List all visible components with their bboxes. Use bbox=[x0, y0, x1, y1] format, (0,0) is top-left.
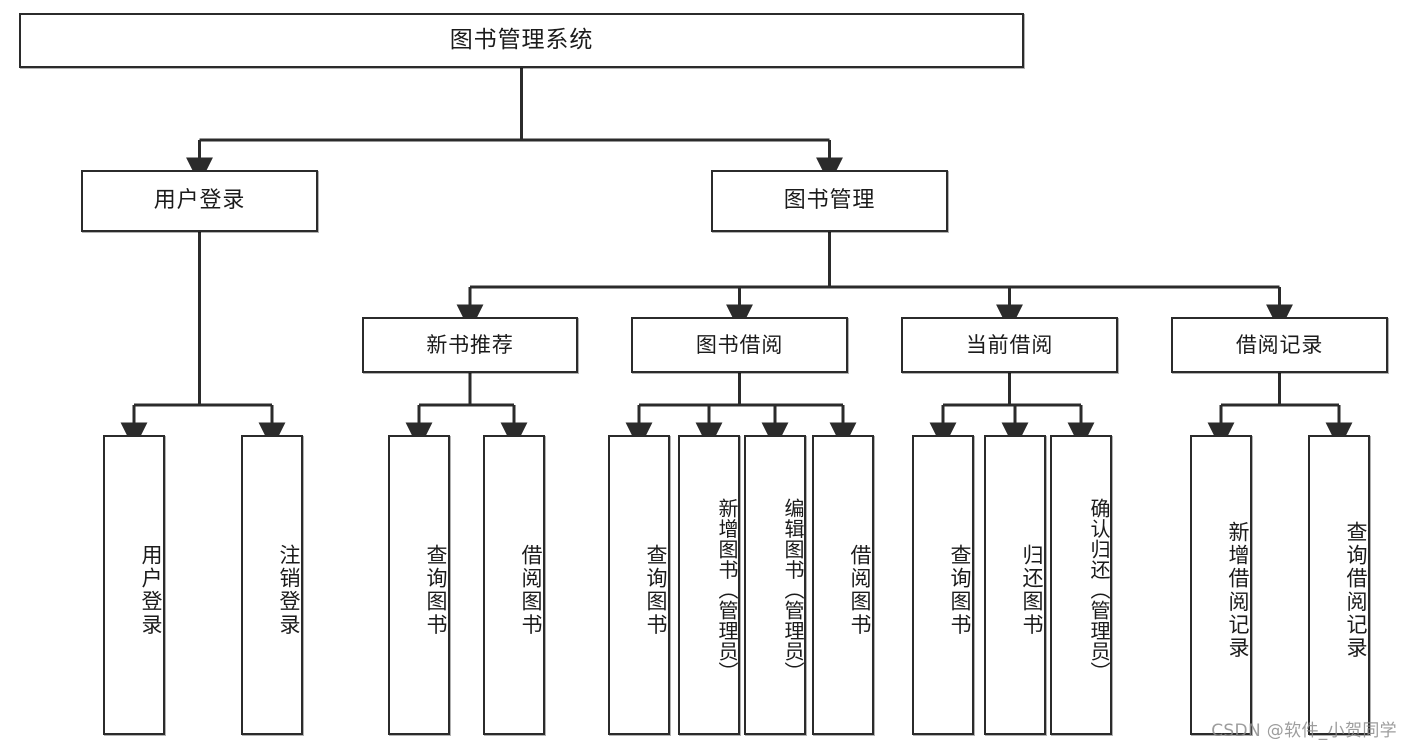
node-root[interactable]: 图书管理系统 bbox=[19, 13, 1024, 68]
node-leaf-return-book[interactable]: 归还图书 bbox=[984, 435, 1046, 735]
node-label: 用户登录 bbox=[139, 543, 163, 637]
node-label: 查询借阅记录 bbox=[1344, 520, 1368, 660]
node-leaf-borrow-book-2[interactable]: 借阅图书 bbox=[812, 435, 874, 735]
node-leaf-user-login[interactable]: 用户登录 bbox=[103, 435, 165, 735]
node-label: 新增借阅记录 bbox=[1226, 520, 1250, 660]
node-current-borrow[interactable]: 当前借阅 bbox=[901, 317, 1118, 373]
node-label: 借阅记录 bbox=[1235, 332, 1324, 357]
node-borrow-record[interactable]: 借阅记录 bbox=[1171, 317, 1388, 373]
node-leaf-edit-book-admin[interactable]: 编辑图书（管理员） bbox=[744, 435, 806, 735]
node-label: 新书推荐 bbox=[426, 332, 514, 357]
node-leaf-add-book-admin[interactable]: 新增图书（管理员） bbox=[678, 435, 740, 735]
node-label: 查询图书 bbox=[644, 543, 668, 637]
node-user-login[interactable]: 用户登录 bbox=[81, 170, 318, 232]
node-leaf-user-logout[interactable]: 注销登录 bbox=[241, 435, 303, 735]
node-leaf-query-book-1[interactable]: 查询图书 bbox=[388, 435, 450, 735]
node-label: 借阅图书 bbox=[519, 543, 543, 637]
node-book-borrow[interactable]: 图书借阅 bbox=[631, 317, 848, 373]
node-label: 图书管理 bbox=[783, 188, 876, 214]
node-label: 注销登录 bbox=[277, 543, 301, 637]
node-label: 图书借阅 bbox=[695, 332, 784, 357]
node-label: 查询图书 bbox=[424, 543, 448, 637]
node-label: 图书管理系统 bbox=[449, 26, 594, 53]
node-label: 查询图书 bbox=[948, 543, 972, 637]
node-leaf-query-borrow-record[interactable]: 查询借阅记录 bbox=[1308, 435, 1370, 735]
node-label: 当前借阅 bbox=[965, 332, 1054, 357]
node-leaf-query-book-2[interactable]: 查询图书 bbox=[608, 435, 670, 735]
node-label: 新增图书（管理员） bbox=[715, 498, 739, 682]
node-leaf-borrow-book-1[interactable]: 借阅图书 bbox=[483, 435, 545, 735]
node-label: 归还图书 bbox=[1020, 543, 1044, 637]
node-label: 编辑图书（管理员） bbox=[781, 498, 805, 682]
node-leaf-add-borrow-record[interactable]: 新增借阅记录 bbox=[1190, 435, 1252, 735]
node-label: 确认归还（管理员） bbox=[1087, 498, 1111, 682]
node-label: 借阅图书 bbox=[848, 543, 872, 637]
node-book-manage[interactable]: 图书管理 bbox=[711, 170, 948, 232]
node-new-book-recommend[interactable]: 新书推荐 bbox=[362, 317, 578, 373]
node-leaf-confirm-return-admin[interactable]: 确认归还（管理员） bbox=[1050, 435, 1112, 735]
watermark-text: CSDN @软件_小贺同学 bbox=[1211, 721, 1397, 741]
node-leaf-query-book-3[interactable]: 查询图书 bbox=[912, 435, 974, 735]
node-label: 用户登录 bbox=[153, 188, 246, 214]
